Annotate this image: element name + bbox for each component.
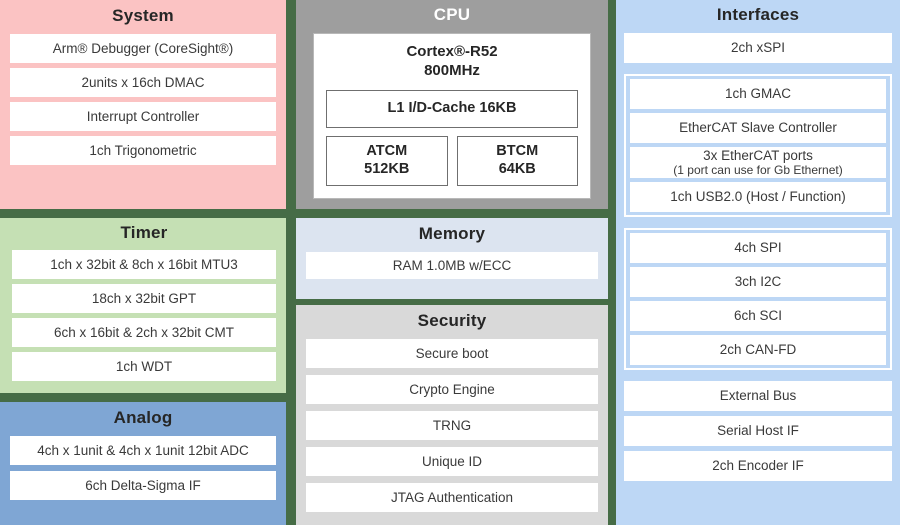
panel-timer: Timer 1ch x 32bit & 8ch x 16bit MTU3 18c… <box>0 218 286 393</box>
analog-item-delta-sigma: 6ch Delta-Sigma IF <box>10 471 276 500</box>
security-item-secure-boot-label: Secure boot <box>415 345 489 361</box>
system-item-interrupt-controller-label: Interrupt Controller <box>86 108 200 124</box>
cpu-l1-cache-box: L1 I/D-Cache 16KB <box>326 89 578 128</box>
timer-item-gpt-label: 18ch x 32bit GPT <box>91 290 197 306</box>
cpu-atcm-box: ATCM 512KB <box>326 135 448 186</box>
interfaces-item-xspi: 2ch xSPI <box>624 33 892 63</box>
system-item-trigonometric: 1ch Trigonometric <box>10 136 276 165</box>
analog-item-adc: 4ch x 1unit & 4ch x 1unit 12bit ADC <box>10 436 276 465</box>
interfaces-item-i2c: 3ch I2C <box>630 267 886 297</box>
timer-item-mtu3-label: 1ch x 32bit & 8ch x 16bit MTU3 <box>50 256 238 272</box>
timer-item-wdt: 1ch WDT <box>12 352 276 381</box>
security-item-crypto-engine-label: Crypto Engine <box>409 381 495 397</box>
cpu-atcm-name: ATCM <box>366 142 408 159</box>
interfaces-group-serial: 4ch SPI 3ch I2C 6ch SCI 2ch CAN-FD <box>624 228 892 370</box>
interfaces-item-i2c-label: 3ch I2C <box>734 274 782 290</box>
interfaces-item-usb: 1ch USB2.0 (Host / Function) <box>630 182 886 212</box>
cpu-btcm-box: BTCM 64KB <box>456 135 578 186</box>
panel-interfaces: Interfaces 2ch xSPI 1ch GMAC EtherCAT Sl… <box>616 0 900 525</box>
interfaces-item-gmac-label: 1ch GMAC <box>724 86 792 102</box>
timer-item-gpt: 18ch x 32bit GPT <box>12 284 276 313</box>
cpu-core-name: Cortex®-R52 800MHz <box>326 43 578 81</box>
cpu-core-frequency: 800MHz <box>424 61 480 79</box>
timer-item-mtu3: 1ch x 32bit & 8ch x 16bit MTU3 <box>12 250 276 279</box>
analog-item-delta-sigma-label: 6ch Delta-Sigma IF <box>85 477 201 493</box>
system-item-debugger-label: Arm® Debugger (CoreSight®) <box>52 40 234 56</box>
cpu-btcm-name: BTCM <box>496 142 539 159</box>
panel-title-memory: Memory <box>418 224 486 243</box>
cpu-core-block: Cortex®-R52 800MHz L1 I/D-Cache 16KB ATC… <box>313 33 591 199</box>
panel-title-timer: Timer <box>120 223 168 242</box>
security-item-unique-id-label: Unique ID <box>421 453 483 469</box>
interfaces-item-spi: 4ch SPI <box>630 233 886 263</box>
panel-title-system: System <box>112 6 174 25</box>
timer-item-cmt-label: 6ch x 16bit & 2ch x 32bit CMT <box>53 324 235 340</box>
interfaces-item-xspi-label: 2ch xSPI <box>730 40 786 56</box>
cpu-atcm-size: 512KB <box>364 160 410 177</box>
interfaces-item-external-bus: External Bus <box>624 381 892 411</box>
cpu-tcm-row: ATCM 512KB BTCM 64KB <box>326 135 578 186</box>
interfaces-item-ethercat-ports: 3x EtherCAT ports (1 port can use for Gb… <box>630 147 886 178</box>
analog-item-adc-label: 4ch x 1unit & 4ch x 1unit 12bit ADC <box>37 442 249 458</box>
interfaces-item-sci-label: 6ch SCI <box>733 308 783 324</box>
interfaces-item-gmac: 1ch GMAC <box>630 79 886 109</box>
system-item-interrupt-controller: Interrupt Controller <box>10 102 276 131</box>
security-item-jtag-authentication-label: JTAG Authentication <box>390 489 514 505</box>
cpu-btcm-size: 64KB <box>498 160 536 177</box>
interfaces-item-external-bus-label: External Bus <box>719 388 797 404</box>
panel-analog: Analog 4ch x 1unit & 4ch x 1unit 12bit A… <box>0 402 286 525</box>
interfaces-item-can-fd: 2ch CAN-FD <box>630 335 886 365</box>
interfaces-item-ethercat-slave-controller: EtherCAT Slave Controller <box>630 113 886 143</box>
interfaces-item-usb-label: 1ch USB2.0 (Host / Function) <box>670 189 846 205</box>
system-item-dmac-label: 2units x 16ch DMAC <box>81 74 205 90</box>
system-item-dmac: 2units x 16ch DMAC <box>10 68 276 97</box>
system-item-debugger: Arm® Debugger (CoreSight®) <box>10 34 276 63</box>
interfaces-item-can-fd-label: 2ch CAN-FD <box>719 342 797 358</box>
memory-item-ram: RAM 1.0MB w/ECC <box>306 252 598 279</box>
interfaces-item-ethercat-ports-label: 3x EtherCAT ports <box>703 148 813 164</box>
timer-item-wdt-label: 1ch WDT <box>115 358 173 374</box>
security-item-crypto-engine: Crypto Engine <box>306 375 598 404</box>
security-item-trng-label: TRNG <box>432 417 472 433</box>
cpu-core-model: Cortex®-R52 <box>406 43 498 60</box>
interfaces-group-bus: External Bus Serial Host IF 2ch Encoder … <box>624 381 892 481</box>
timer-item-cmt: 6ch x 16bit & 2ch x 32bit CMT <box>12 318 276 347</box>
security-item-trng: TRNG <box>306 411 598 440</box>
interfaces-item-spi-label: 4ch SPI <box>734 240 782 256</box>
panel-system: System Arm® Debugger (CoreSight®) 2units… <box>0 0 286 209</box>
interfaces-item-encoder-if-label: 2ch Encoder IF <box>712 458 804 474</box>
interfaces-item-ethercat-ports-note: (1 port can use for Gb Ethernet) <box>673 162 843 177</box>
panel-title-interfaces: Interfaces <box>716 5 800 24</box>
interfaces-item-encoder-if: 2ch Encoder IF <box>624 451 892 481</box>
panel-memory: Memory RAM 1.0MB w/ECC <box>296 218 608 299</box>
system-item-trigonometric-label: 1ch Trigonometric <box>89 142 197 158</box>
security-item-jtag-authentication: JTAG Authentication <box>306 483 598 512</box>
interfaces-group-network: 1ch GMAC EtherCAT Slave Controller 3x Et… <box>624 74 892 217</box>
panel-title-analog: Analog <box>113 408 173 427</box>
security-item-secure-boot: Secure boot <box>306 339 598 368</box>
cpu-l1-cache-label: L1 I/D-Cache 16KB <box>387 99 517 116</box>
panel-security: Security Secure boot Crypto Engine TRNG … <box>296 305 608 525</box>
interfaces-item-serial-host-if-label: Serial Host IF <box>717 423 799 439</box>
interfaces-item-ethercat-slave-controller-label: EtherCAT Slave Controller <box>679 120 837 136</box>
panel-title-security: Security <box>417 311 487 330</box>
memory-item-ram-label: RAM 1.0MB w/ECC <box>392 257 512 273</box>
panel-cpu: CPU Cortex®-R52 800MHz L1 I/D-Cache 16KB… <box>296 0 608 209</box>
security-item-unique-id: Unique ID <box>306 447 598 476</box>
interfaces-item-sci: 6ch SCI <box>630 301 886 331</box>
panel-title-cpu: CPU <box>433 5 471 24</box>
interfaces-item-serial-host-if: Serial Host IF <box>624 416 892 446</box>
